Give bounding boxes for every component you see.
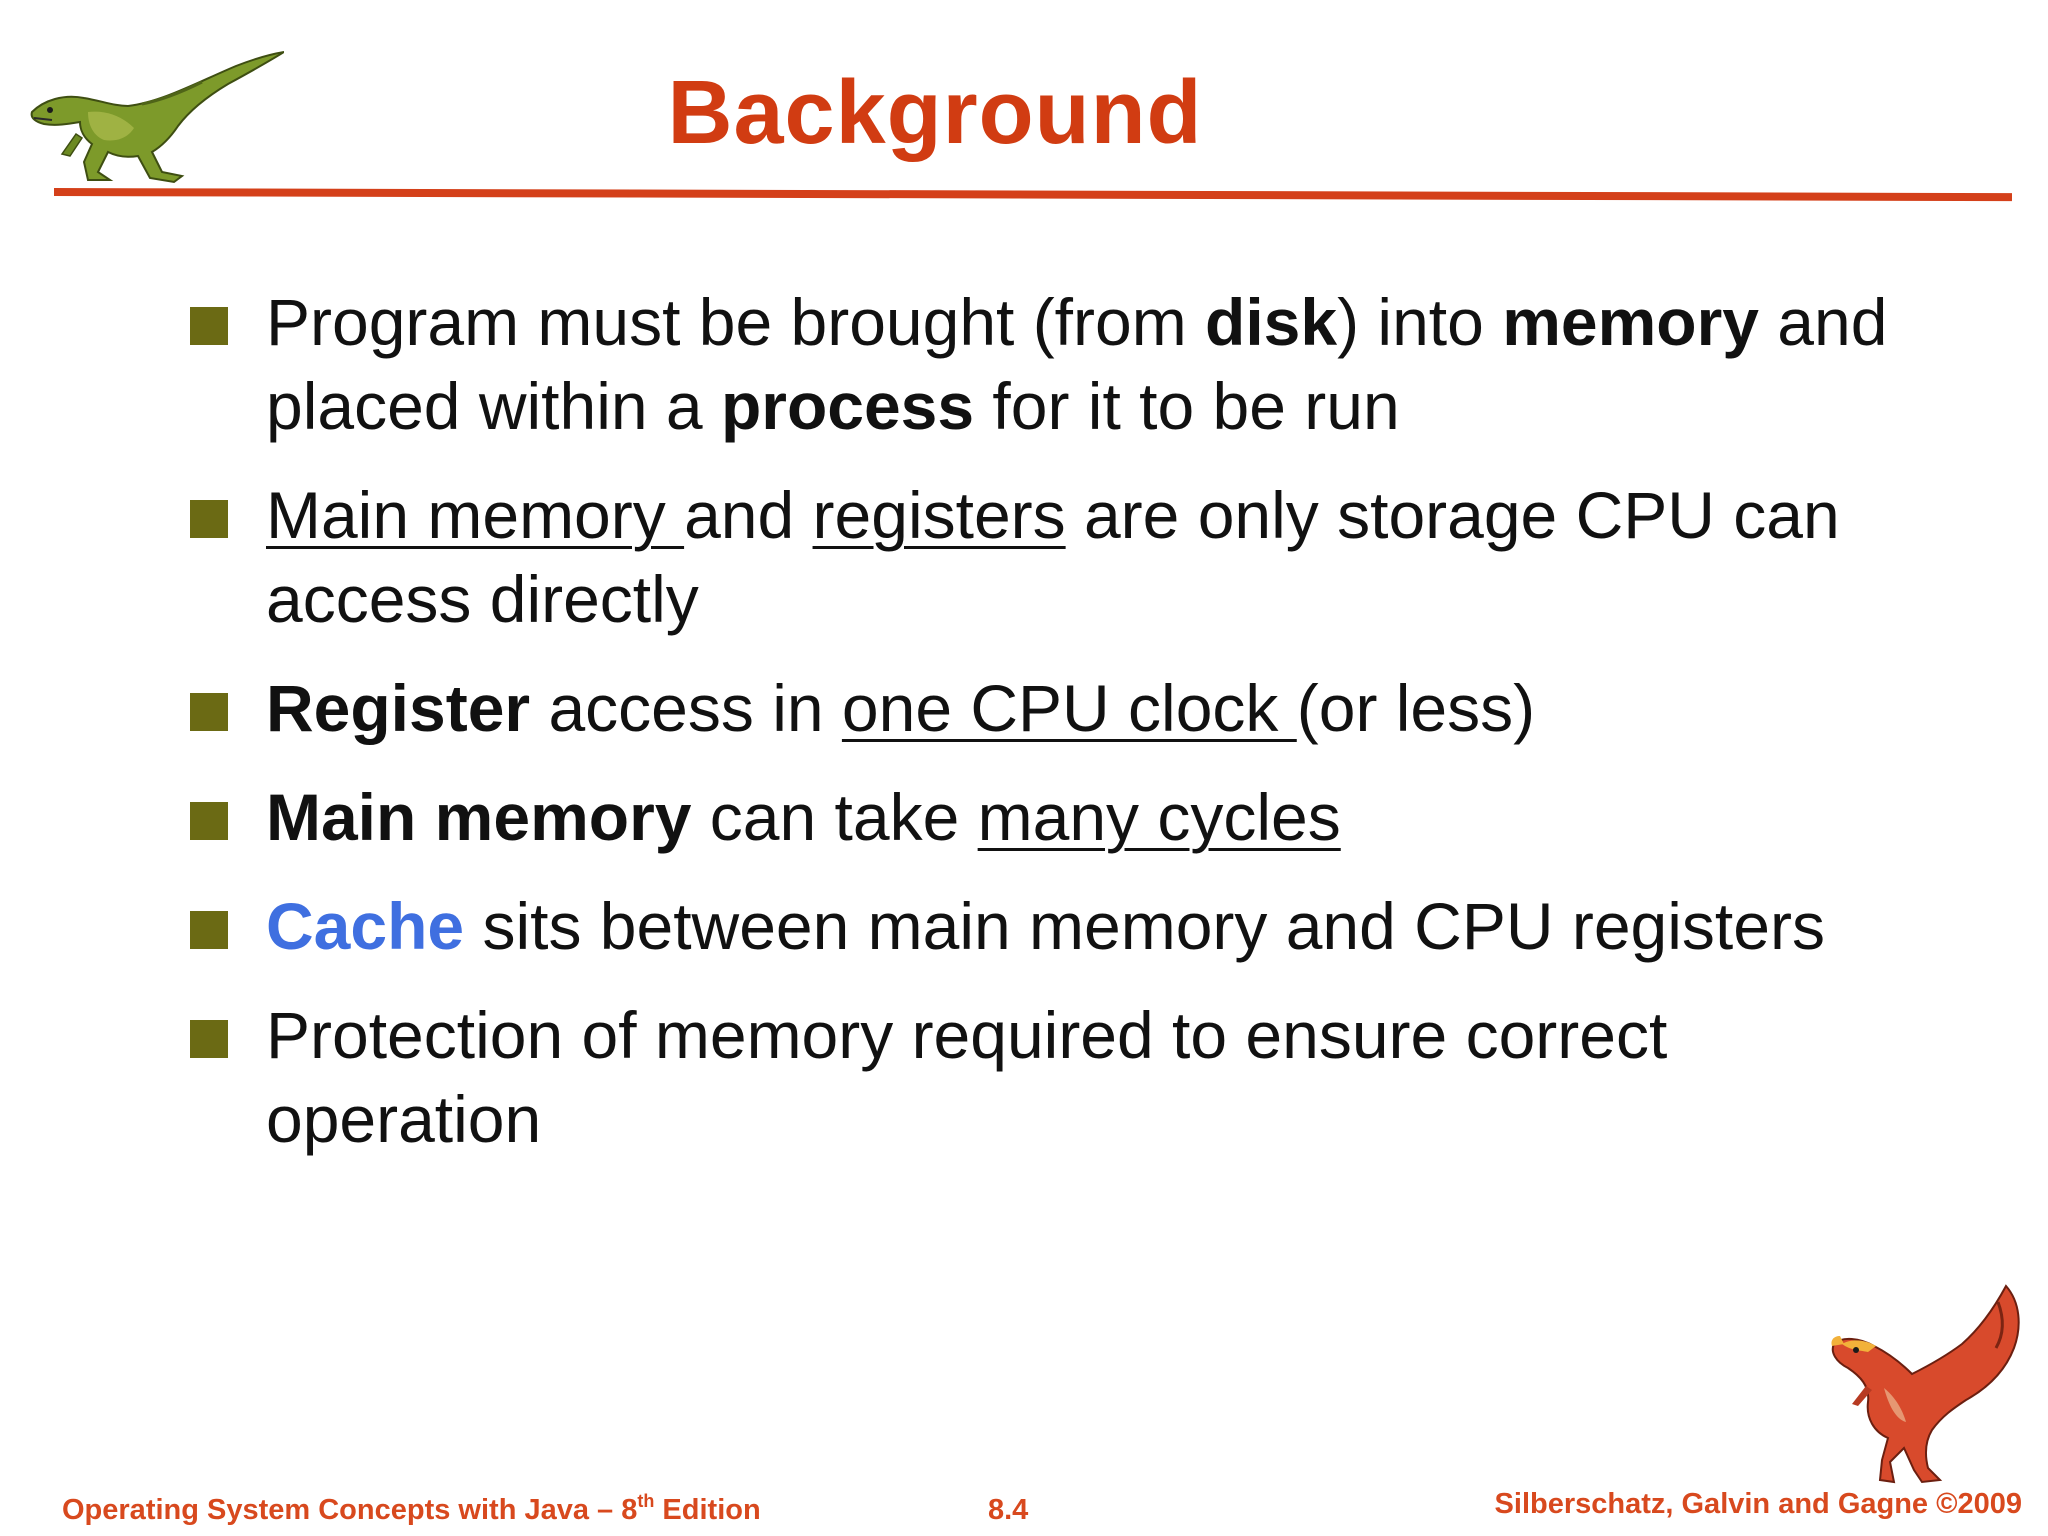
register-term: Register	[266, 671, 531, 745]
bullet-main-memory-registers: Main memory and registers are only stora…	[190, 473, 1950, 641]
main-memory-term: Main memory	[266, 478, 685, 552]
footer-book-title-text: Operating System Concepts with Java – 8	[62, 1494, 638, 1526]
bullet-text: access in	[530, 671, 842, 745]
footer-ordinal: th	[637, 1491, 655, 1511]
copyright: Silberschatz, Galvin and Gagne ©2009	[1494, 1488, 2022, 1520]
slide-title: Background	[667, 63, 1203, 163]
bullet-text: ) into	[1337, 285, 1503, 359]
bullet-square-icon	[190, 693, 228, 731]
bullet-main-memory-cycles: Main memory can take many cycles	[190, 775, 1950, 859]
bullet-square-icon	[190, 802, 228, 840]
bullet-text: Program must be brought (from	[266, 285, 1206, 359]
bullet-text: are only storage CPU can access directly	[266, 478, 1840, 636]
red-dinosaur-icon	[1831, 1284, 2020, 1484]
page-number: 8.4	[988, 1494, 1029, 1526]
bullet-text: for it to be run	[974, 369, 1400, 443]
bullet-text: sits between main memory and CPU registe…	[464, 889, 1825, 963]
cache-term: Cache	[266, 889, 465, 963]
registers-term: registers	[812, 478, 1066, 552]
bullet-text: can take	[691, 780, 978, 854]
many-cycles-term: many cycles	[977, 780, 1341, 854]
bullet-square-icon	[190, 1020, 228, 1058]
disk-term: disk	[1205, 285, 1338, 359]
process-term: process	[720, 369, 975, 443]
bullet-protection: Protection of memory required to ensure …	[190, 993, 1950, 1161]
green-dinosaur-icon	[30, 51, 284, 184]
bullet-text: and placed within a	[266, 285, 1888, 443]
footer-book-title: Operating System Concepts with Java – 8t…	[62, 1491, 761, 1527]
one-cpu-clock-term: one CPU clock	[841, 671, 1297, 745]
bullet-square-icon	[190, 307, 228, 345]
bullet-program: Program must be brought (from disk) into…	[190, 280, 1950, 448]
footer-edition-text: Edition	[654, 1494, 761, 1526]
bullet-text: and	[684, 478, 813, 552]
bullet-cache: Cache sits between main memory and CPU r…	[190, 884, 1950, 968]
title-divider	[53, 188, 2013, 202]
bullet-text: Protection of memory required to ensure …	[266, 998, 1668, 1156]
bullet-list: Program must be brought (from disk) into…	[190, 280, 1950, 1186]
main-memory-bold-term: Main memory	[266, 780, 692, 854]
bullet-register-access: Register access in one CPU clock (or les…	[190, 666, 1950, 750]
bullet-text: (or less)	[1296, 671, 1536, 745]
bullet-square-icon	[190, 911, 228, 949]
memory-term: memory	[1502, 285, 1759, 359]
bullet-square-icon	[190, 500, 228, 538]
